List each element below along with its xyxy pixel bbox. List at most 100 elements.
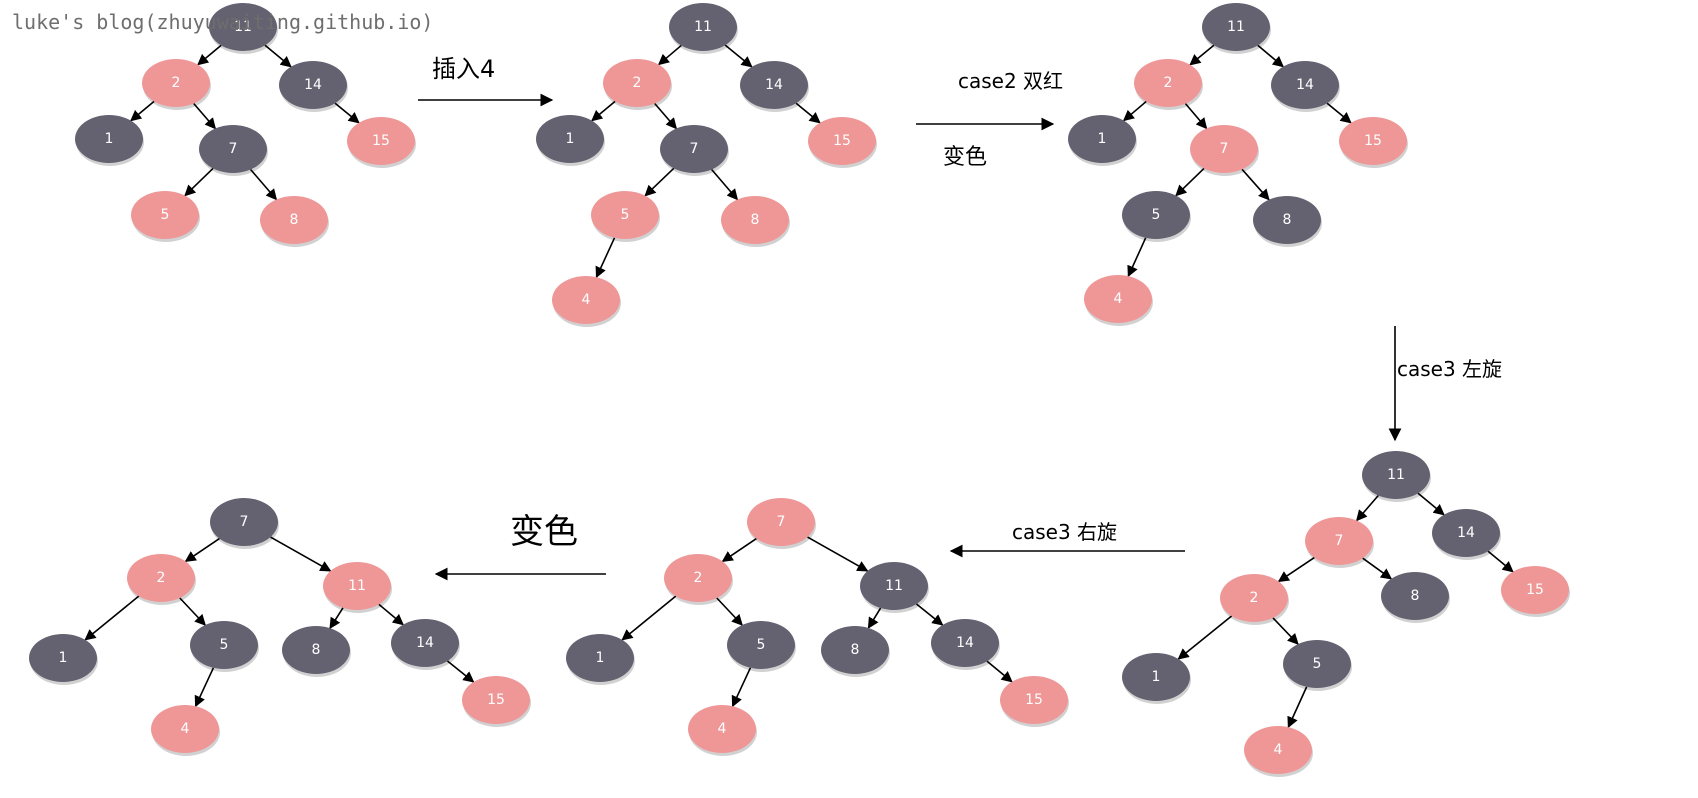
tree-edge bbox=[1127, 237, 1147, 278]
tree-edge bbox=[711, 168, 739, 201]
node-label: 1 bbox=[1152, 669, 1161, 685]
node-label: 1 bbox=[596, 650, 605, 666]
tree-node-5: 5 bbox=[1122, 191, 1191, 242]
tree-edge bbox=[1189, 44, 1215, 66]
tree-edge bbox=[724, 44, 753, 68]
node-label: 11 bbox=[1227, 19, 1245, 35]
tree-edge bbox=[807, 536, 869, 572]
tree-node-1: 1 bbox=[75, 115, 144, 166]
node-circle-black bbox=[931, 619, 999, 667]
node-circle-black bbox=[566, 634, 634, 682]
tree-edge bbox=[915, 603, 944, 626]
node-label: 14 bbox=[416, 635, 434, 651]
tree-node-2: 2 bbox=[127, 554, 196, 605]
tree-edge bbox=[84, 595, 140, 641]
node-label: 2 bbox=[694, 570, 703, 586]
node-label: 1 bbox=[1098, 131, 1107, 147]
tree-edge bbox=[184, 167, 214, 197]
tree-node-2: 2 bbox=[1134, 59, 1203, 110]
tree-node-1: 1 bbox=[1122, 653, 1191, 704]
tree-edge bbox=[130, 100, 155, 122]
tree-edge bbox=[184, 537, 220, 563]
node-label: 5 bbox=[621, 207, 630, 223]
node-label: 14 bbox=[1457, 525, 1475, 541]
node-circle-black bbox=[29, 634, 97, 682]
node-circle-black bbox=[1122, 653, 1190, 701]
node-label: 11 bbox=[234, 19, 252, 35]
node-label: 15 bbox=[372, 133, 390, 149]
node-label: 5 bbox=[1152, 207, 1161, 223]
node-label: 8 bbox=[751, 212, 760, 228]
node-circle-red bbox=[1305, 517, 1373, 565]
tree-node-5: 5 bbox=[591, 191, 660, 242]
node-label: 5 bbox=[220, 637, 229, 653]
tree-node-4: 4 bbox=[688, 705, 757, 756]
node-circle-red bbox=[688, 705, 756, 753]
tree-node-15: 15 bbox=[1501, 566, 1570, 617]
node-label: 8 bbox=[851, 642, 860, 658]
node-circle-red bbox=[1084, 275, 1152, 323]
tree-edge bbox=[179, 597, 206, 626]
tree-edge bbox=[795, 102, 821, 124]
tree-node-15: 15 bbox=[1339, 117, 1408, 168]
tree-node-8: 8 bbox=[282, 626, 351, 677]
tree-node-2: 2 bbox=[664, 554, 733, 605]
tree-edge bbox=[1122, 100, 1147, 122]
node-label: 11 bbox=[348, 578, 366, 594]
tree-edge bbox=[621, 595, 677, 641]
node-label: 7 bbox=[240, 514, 249, 530]
tree-edge bbox=[1241, 168, 1270, 201]
node-circle-red bbox=[260, 196, 328, 244]
node-label: 1 bbox=[105, 131, 114, 147]
node-circle-red bbox=[323, 562, 391, 610]
node-label: 11 bbox=[694, 19, 712, 35]
node-label: 15 bbox=[833, 133, 851, 149]
tree-node-4: 4 bbox=[552, 276, 621, 327]
tree-node-11: 11 bbox=[1362, 451, 1431, 502]
node-circle-red bbox=[1220, 574, 1288, 622]
node-label: 15 bbox=[1526, 582, 1544, 598]
node-circle-red bbox=[808, 117, 876, 165]
node-circle-black bbox=[1283, 640, 1351, 688]
node-circle-red bbox=[131, 191, 199, 239]
node-circle-red bbox=[142, 59, 210, 107]
node-circle-black bbox=[199, 125, 267, 173]
node-circle-red bbox=[1501, 566, 1569, 614]
node-circle-black bbox=[727, 621, 795, 669]
case3-right-label: case3 右旋 bbox=[1012, 520, 1117, 544]
tree-node-4: 4 bbox=[1084, 275, 1153, 326]
node-circle-red bbox=[552, 276, 620, 324]
node-circle-red bbox=[1244, 726, 1312, 774]
node-circle-black bbox=[1122, 191, 1190, 239]
node-circle-black bbox=[1381, 572, 1449, 620]
tree-edge bbox=[644, 167, 675, 197]
tree-edge bbox=[329, 607, 344, 630]
tree-edge bbox=[446, 660, 475, 683]
tree-node-11: 11 bbox=[860, 562, 929, 613]
node-label: 2 bbox=[633, 75, 642, 91]
tree-node-5: 5 bbox=[727, 621, 796, 672]
tree-node-7: 7 bbox=[660, 125, 729, 176]
node-label: 8 bbox=[290, 212, 299, 228]
tree-edge bbox=[334, 102, 360, 124]
node-circle-black bbox=[669, 3, 737, 51]
tree-node-1: 1 bbox=[566, 634, 635, 685]
node-circle-black bbox=[282, 626, 350, 674]
tree-node-8: 8 bbox=[1381, 572, 1450, 623]
tree-edge bbox=[193, 102, 217, 130]
node-label: 7 bbox=[1335, 533, 1344, 549]
node-label: 2 bbox=[157, 570, 166, 586]
tree-node-15: 15 bbox=[347, 117, 416, 168]
tree-edge bbox=[591, 100, 616, 122]
tree-edge bbox=[270, 536, 332, 572]
node-circle-black bbox=[209, 3, 277, 51]
node-label: 5 bbox=[161, 207, 170, 223]
node-label: 15 bbox=[1364, 133, 1382, 149]
node-label: 14 bbox=[765, 77, 783, 93]
node-label: 11 bbox=[1387, 467, 1405, 483]
insert-label: 插入4 bbox=[432, 55, 495, 83]
